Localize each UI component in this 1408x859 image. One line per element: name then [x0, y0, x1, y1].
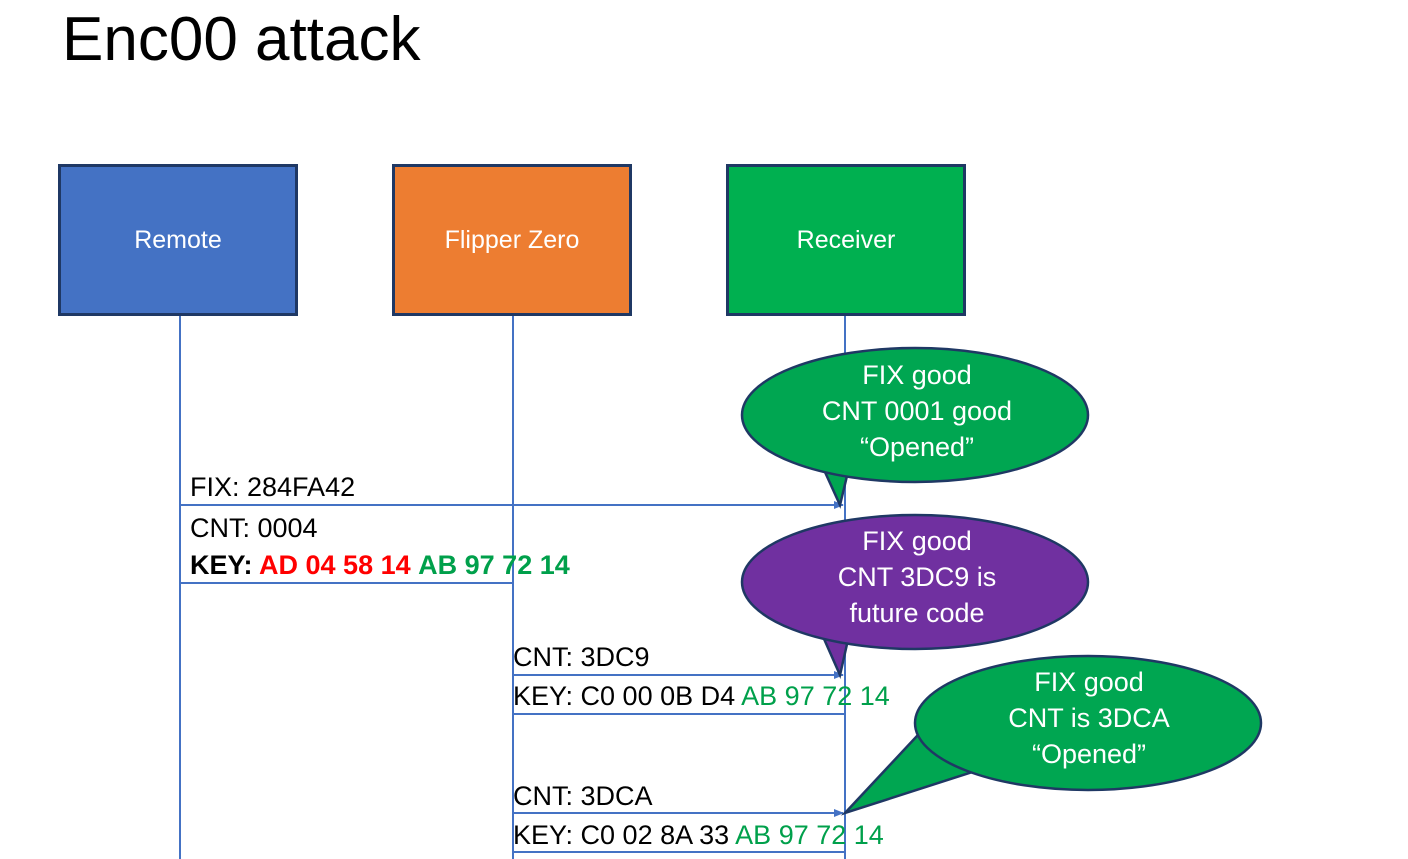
- actor-label-receiver: Receiver: [796, 225, 896, 254]
- callout-1-line-2: CNT 0001 good: [821, 396, 1013, 426]
- callout-2-line-1: FIX good: [862, 526, 972, 556]
- actor-label-remote: Remote: [134, 225, 222, 254]
- actor-box-flipper-zero[interactable]: Flipper Zero: [392, 164, 632, 316]
- message-1-fix-label: FIX: 284FA42: [190, 470, 355, 504]
- actor-box-remote[interactable]: Remote: [58, 164, 298, 316]
- callout-2-line-2: CNT 3DC9 is: [837, 562, 997, 592]
- message-3-cnt-value: CNT: 3DCA: [513, 781, 653, 811]
- callout-3-text: FIX good CNT is 3DCA “Opened”: [920, 664, 1258, 772]
- actor-box-receiver[interactable]: Receiver: [726, 164, 966, 316]
- callout-1-line-1: FIX good: [862, 360, 972, 390]
- callout-3-line-3: “Opened”: [1031, 739, 1147, 769]
- page-title: Enc00 attack: [62, 5, 421, 74]
- message-3-key-prefix: KEY: C0 02 8A 33: [513, 820, 736, 850]
- callout-2-text: FIX good CNT 3DC9 is future code: [748, 523, 1086, 631]
- callout-1-line-3: “Opened”: [859, 432, 975, 462]
- message-1-key-green: AB 97 72 14: [418, 550, 570, 580]
- message-2-key-prefix: KEY: C0 00 0B D4: [513, 681, 742, 711]
- callout-1-text: FIX good CNT 0001 good “Opened”: [748, 357, 1086, 465]
- message-3-key-label: KEY: C0 02 8A 33 AB 97 72 14: [513, 818, 884, 852]
- callout-3-line-1: FIX good: [1034, 667, 1144, 697]
- message-1-key-red: AD 04 58 14: [259, 550, 411, 580]
- callout-2-line-3: future code: [849, 598, 985, 628]
- message-2-key-label: KEY: C0 00 0B D4 AB 97 72 14: [513, 679, 890, 713]
- message-2-cnt-value: CNT: 3DC9: [513, 642, 650, 672]
- message-1-key-label: KEY: AD 04 58 14 AB 97 72 14: [190, 548, 570, 582]
- message-3-key-green: AB 97 72 14: [735, 820, 884, 850]
- message-2-cnt-label: CNT: 3DC9: [513, 640, 650, 674]
- message-1-fix-value: FIX: 284FA42: [190, 472, 356, 502]
- message-1-cnt-value: CNT: 0004: [190, 513, 318, 543]
- message-3-cnt-label: CNT: 3DCA: [513, 779, 653, 813]
- callout-3-line-2: CNT is 3DCA: [1008, 703, 1170, 733]
- actor-label-flipper-zero: Flipper Zero: [444, 225, 580, 254]
- message-1-cnt-label: CNT: 0004: [190, 511, 318, 545]
- message-1-key-prefix: KEY:: [190, 550, 260, 580]
- message-2-key-green: AB 97 72 14: [741, 681, 890, 711]
